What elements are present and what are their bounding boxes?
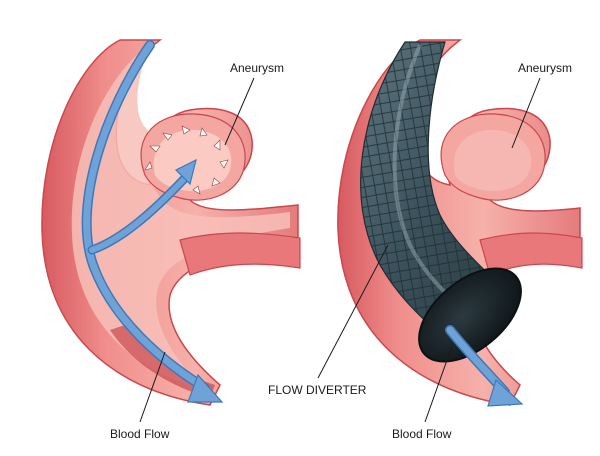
flow-diverter-callout: FLOW DIVERTER bbox=[268, 244, 389, 397]
left-blood-flow-label: Blood Flow bbox=[110, 427, 170, 441]
right-branch-vessel bbox=[479, 232, 583, 276]
left-vessel-lumen bbox=[71, 45, 290, 390]
flow-diverter-stent bbox=[360, 41, 522, 363]
right-blood-flow-label: Blood Flow bbox=[392, 427, 452, 441]
left-vessel-panel bbox=[41, 39, 301, 406]
flow-diverter-label: FLOW DIVERTER bbox=[268, 383, 367, 397]
left-blood-flow-callout: Blood Flow bbox=[110, 351, 170, 441]
right-blood-flow-arrow bbox=[445, 325, 524, 407]
outward-arrows-icon bbox=[144, 125, 229, 195]
left-aneurysm-callout: Aneurysm bbox=[224, 61, 284, 146]
right-aneurysm-label: Aneurysm bbox=[518, 61, 572, 75]
left-aneurysm-label: Aneurysm bbox=[230, 61, 284, 75]
right-aneurysm-callout: Aneurysm bbox=[511, 61, 572, 149]
left-blood-flow-arrow bbox=[81, 40, 224, 403]
flow-diverter-open-end bbox=[418, 267, 522, 363]
left-branch-vessel bbox=[179, 232, 301, 276]
right-blood-flow-callout: Blood Flow bbox=[392, 345, 453, 441]
right-vessel-panel bbox=[337, 39, 583, 407]
